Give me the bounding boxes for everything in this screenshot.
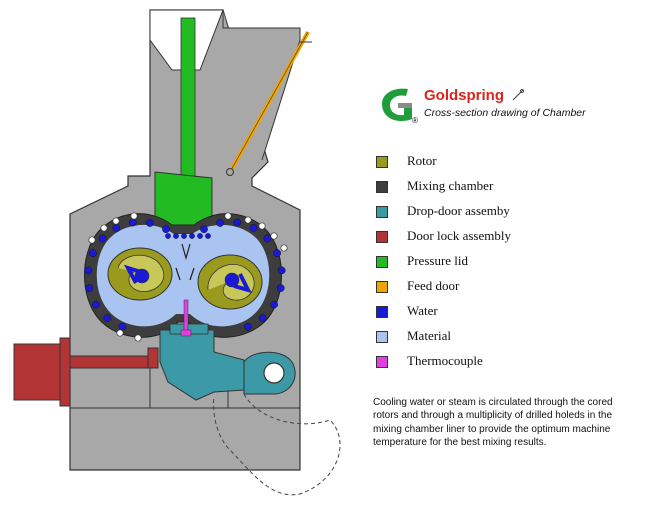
- bolt-hole: [258, 222, 266, 230]
- water-hole: [128, 218, 137, 227]
- legend-swatch: [376, 156, 388, 168]
- door-lock-pin: [147, 347, 159, 369]
- water-hole: [98, 234, 107, 243]
- legend-swatch: [376, 181, 388, 193]
- pen-icon: [512, 88, 525, 101]
- legend-item: Water: [376, 303, 626, 328]
- legend-swatch: [376, 356, 388, 368]
- flow-arrows: [175, 243, 195, 281]
- legend-label: Mixing chamber: [407, 178, 494, 193]
- water-hole: [200, 225, 208, 234]
- water-hole: [205, 233, 211, 239]
- legend-item: Feed door: [376, 278, 626, 303]
- legend-item: Pressure lid: [376, 253, 626, 278]
- legend-label: Door lock assembly: [407, 228, 511, 243]
- legend-label: Water: [407, 303, 438, 318]
- water-hole: [258, 314, 267, 322]
- bolt-hole: [280, 244, 288, 252]
- thermocouple: [183, 299, 189, 333]
- bolt-hole: [116, 329, 124, 337]
- water-hole: [197, 233, 203, 239]
- bolt-hole: [134, 334, 142, 342]
- water-hole: [273, 249, 281, 258]
- water-hole: [277, 266, 286, 275]
- hopper-wall-right: [222, 10, 301, 161]
- water-hole: [173, 233, 179, 239]
- legend-label: Rotor: [407, 153, 437, 168]
- drop-door-assembly: [159, 329, 245, 401]
- water-hole: [118, 322, 127, 331]
- bolt-hole: [88, 236, 96, 244]
- legend-item: Mixing chamber: [376, 178, 626, 203]
- bolt-hole: [130, 212, 138, 220]
- legend-item: Door lock assembly: [376, 228, 626, 253]
- water-hole: [263, 234, 272, 243]
- bolt-hole: [100, 224, 108, 232]
- feed-door-pivot: [226, 168, 234, 176]
- legend-label: Feed door: [407, 278, 460, 293]
- water-hole: [92, 300, 100, 309]
- legend-item: Material: [376, 328, 626, 353]
- water-hole: [112, 224, 121, 232]
- legend-swatch: [376, 231, 388, 243]
- legend-item: Drop-door assemby: [376, 203, 626, 228]
- door-lock-rod: [69, 355, 157, 369]
- legend-swatch: [376, 206, 388, 218]
- bolt-hole: [270, 232, 278, 240]
- bolt-hole: [112, 217, 120, 225]
- legend-label: Pressure lid: [407, 253, 469, 268]
- water-hole: [85, 284, 94, 292]
- legend-label: Thermocouple: [407, 353, 483, 368]
- water-hole: [162, 225, 170, 234]
- bolt-hole: [244, 216, 252, 224]
- water-hole: [233, 218, 242, 227]
- legend-item: Thermocouple: [376, 353, 626, 378]
- water-hole: [84, 266, 93, 275]
- bolt-hole: [224, 212, 232, 220]
- water-hole: [216, 219, 224, 227]
- legend-swatch: [376, 256, 388, 268]
- water-hole: [103, 314, 112, 322]
- rotor-left: [107, 247, 173, 301]
- water-hole: [165, 233, 171, 239]
- chamber-cross-section-diagram: [13, 9, 341, 496]
- water-hole: [189, 233, 195, 239]
- ram-shaft: [180, 17, 196, 179]
- legend-swatch: [376, 331, 388, 343]
- brand-name: Goldspring: [424, 87, 504, 104]
- thermocouple-tip: [180, 329, 192, 337]
- door-lock-flange: [59, 337, 71, 407]
- water-hole: [249, 224, 258, 232]
- description-text: Cooling water or steam is circulated thr…: [373, 397, 613, 449]
- legend-swatch: [376, 281, 388, 293]
- door-lock-cylinder: [13, 343, 65, 401]
- latch-pivot: [263, 362, 285, 384]
- water-hole: [89, 249, 97, 258]
- feed-door-outline: [229, 31, 309, 173]
- water-hole: [276, 284, 285, 292]
- brand-header: ® Goldspring Cross-section drawing of Ch…: [378, 86, 638, 126]
- water-hole: [243, 322, 252, 331]
- legend-item: Rotor: [376, 153, 626, 178]
- water-hole: [146, 219, 154, 227]
- legend-swatch: [376, 306, 388, 318]
- legend-label: Drop-door assemby: [407, 203, 510, 218]
- diagram-subtitle: Cross-section drawing of Chamber: [424, 107, 586, 119]
- legend-label: Material: [407, 328, 452, 343]
- goldspring-logo-icon: ®: [382, 88, 418, 124]
- rotor-right: [197, 254, 263, 310]
- logo-registered-mark: ®: [412, 116, 418, 124]
- bolt-holes: [88, 212, 288, 342]
- water-hole: [270, 300, 278, 309]
- water-hole: [181, 233, 187, 239]
